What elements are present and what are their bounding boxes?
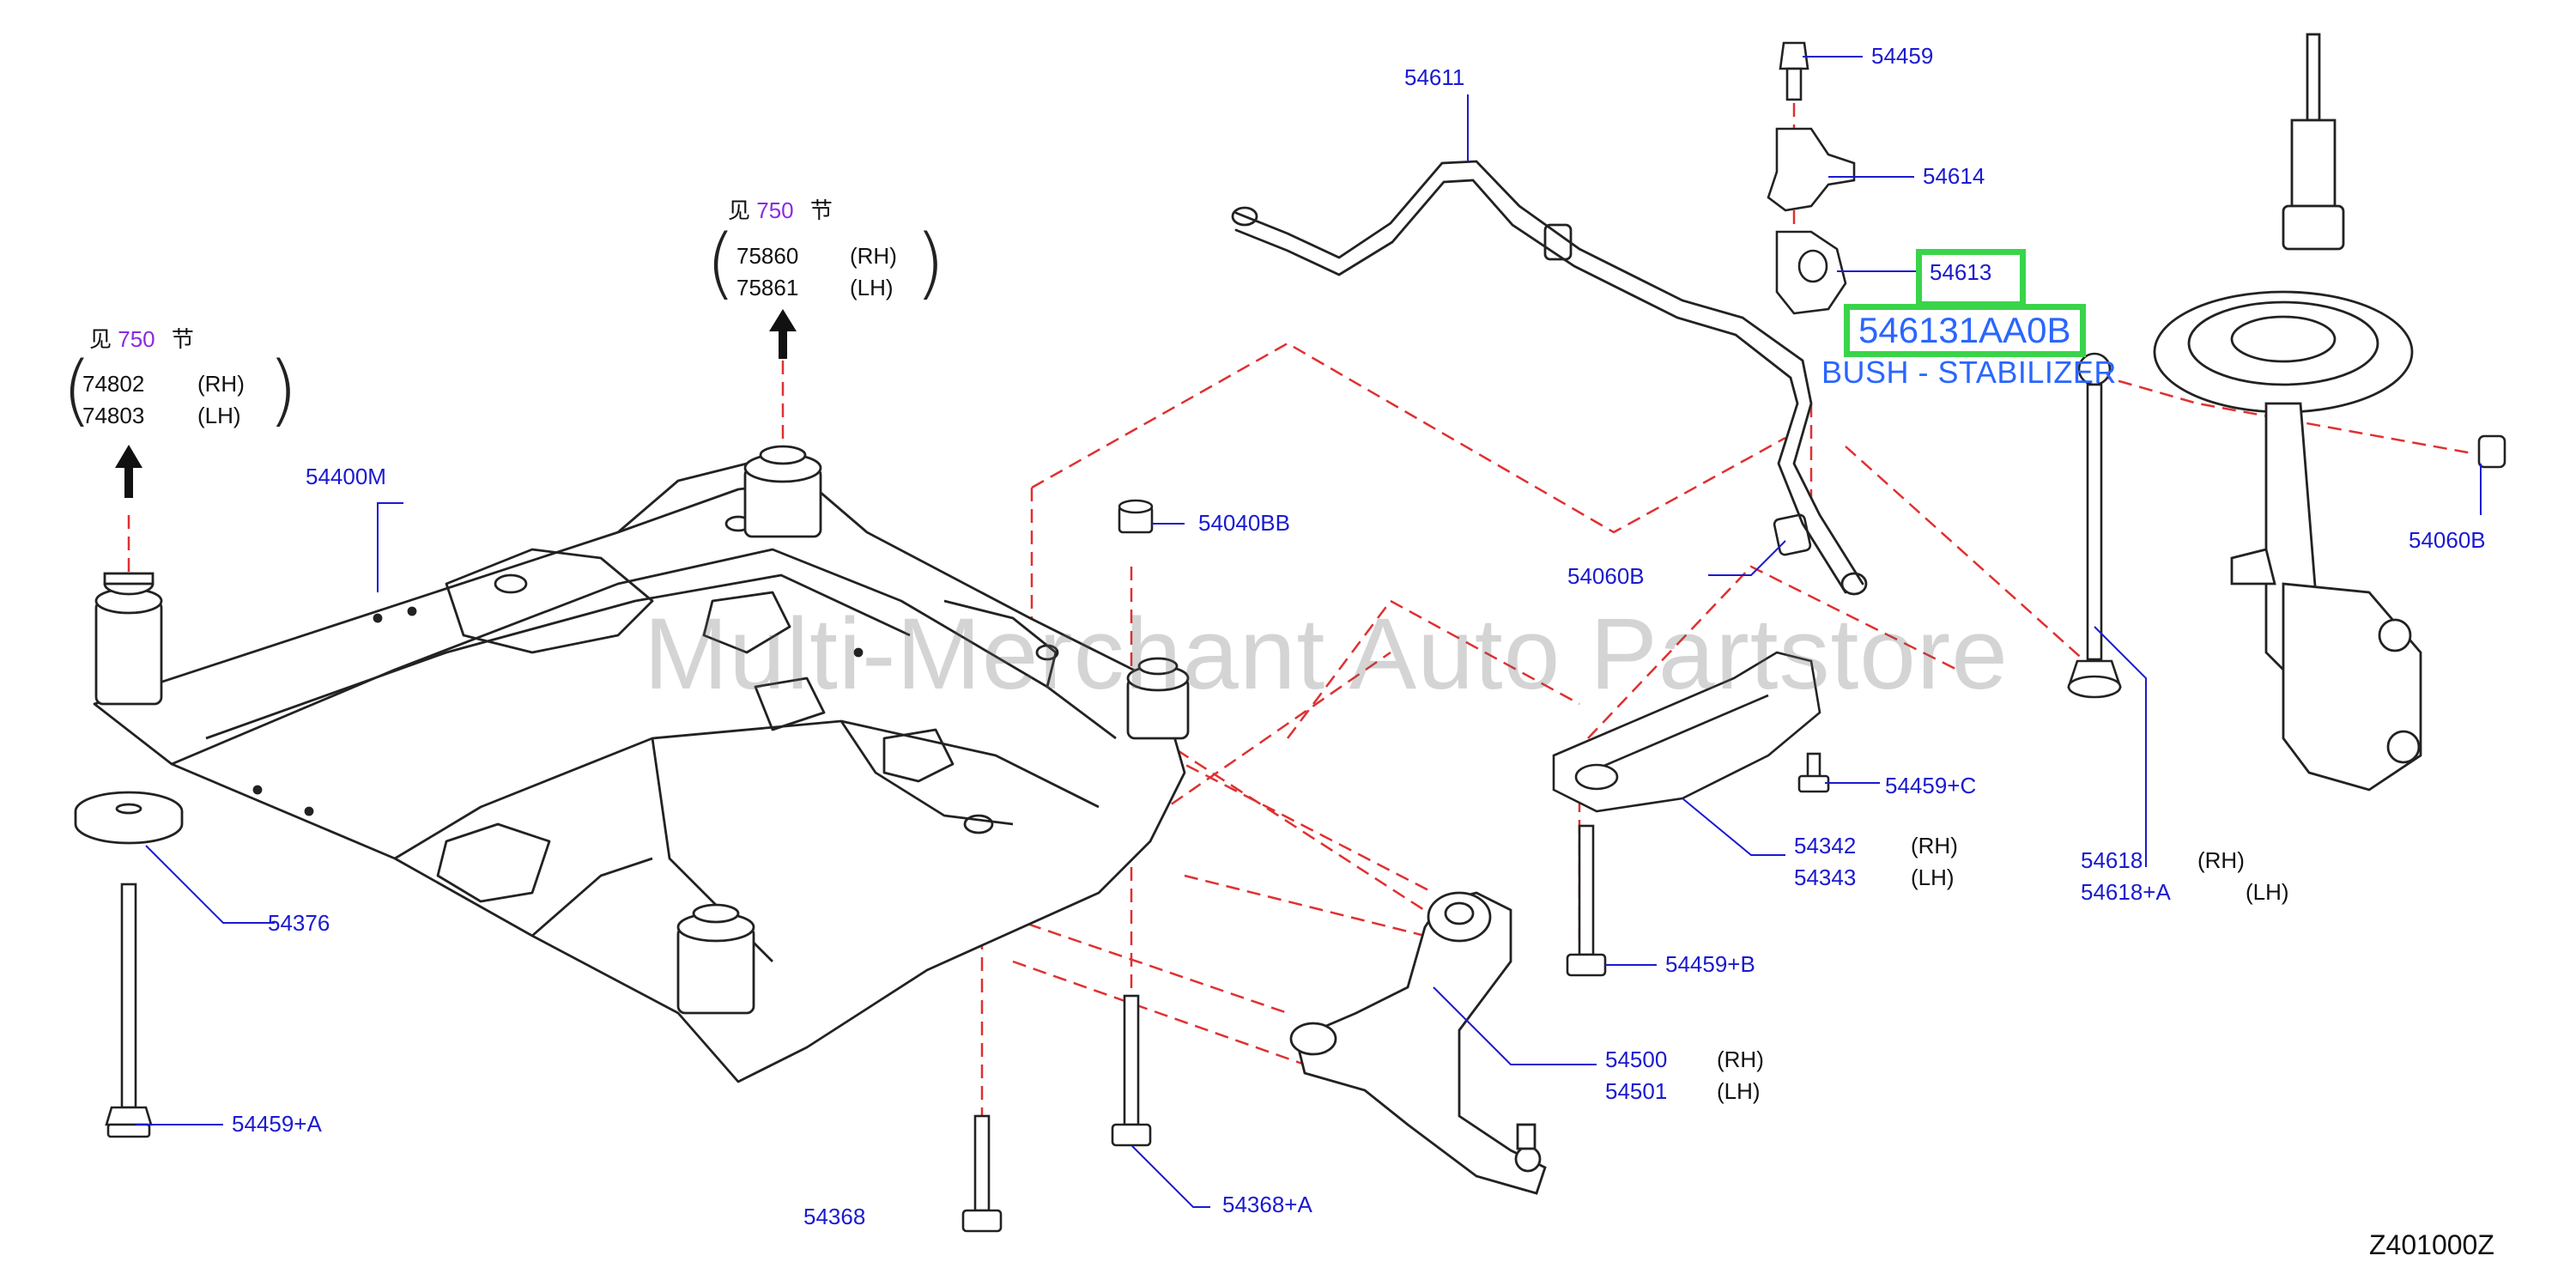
callout-54400M[interactable]: 54400M (306, 464, 386, 489)
callout-54611[interactable]: 54611 (1404, 64, 1465, 90)
part-75860[interactable]: 75860 (736, 243, 799, 269)
side-lh: (LH) (2246, 879, 2289, 905)
callout-54060B-right[interactable]: 54060B (2409, 527, 2486, 553)
callout-54614[interactable]: 54614 (1923, 163, 1985, 189)
stabilizer-link (2067, 352, 2122, 699)
callout-54459-c[interactable]: 54459+C (1885, 773, 1977, 798)
section-reference-upper: 见 750 节 (728, 197, 833, 223)
callout-leaders (136, 56, 2482, 1208)
part-75861[interactable]: 75861 (736, 275, 799, 300)
callout-54376[interactable]: 54376 (268, 910, 330, 936)
callout-54618-a[interactable]: 54618+A (2081, 879, 2171, 905)
part-74803[interactable]: 74803 (82, 403, 145, 428)
bolts (105, 41, 2506, 1233)
side-rh: (RH) (2197, 847, 2245, 873)
side-lh: (LH) (1911, 864, 1955, 890)
section-reference-left: 见 750 节 (89, 326, 194, 352)
part-74802[interactable]: 74802 (82, 371, 145, 397)
callout-54060B[interactable]: 54060B (1567, 563, 1645, 589)
highlighted-part-description: BUSH - STABILIZER (1821, 355, 2117, 390)
front-subframe (93, 462, 1186, 1083)
strut-assembly (2153, 33, 2422, 792)
washer-54376 (74, 791, 184, 845)
diagram-code: Z401000Z (2369, 1229, 2494, 1260)
callout-54500[interactable]: 54500 (1605, 1046, 1668, 1072)
ref-suffix: 节 (809, 197, 833, 223)
up-arrows (115, 309, 797, 498)
ref-prefix: 见 (89, 326, 112, 352)
side-lh: (LH) (197, 403, 241, 428)
callout-54618[interactable]: 54618 (2081, 847, 2143, 873)
bracket-right: ) (268, 345, 299, 435)
stabilizer-bracket-and-bush (1767, 127, 1856, 315)
highlighted-part-number[interactable]: 546131AA0B (1844, 304, 2086, 357)
side-rh: (RH) (850, 243, 897, 269)
callout-54343[interactable]: 54343 (1794, 864, 1857, 890)
bracket-right: ) (915, 218, 946, 308)
ref-prefix: 见 (728, 197, 751, 223)
callout-54342[interactable]: 54342 (1794, 833, 1857, 858)
side-lh: (LH) (850, 275, 894, 300)
transverse-link-bracket (1552, 651, 1821, 813)
section-link-750[interactable]: 750 (118, 326, 155, 352)
ref-suffix: 节 (171, 326, 194, 352)
bracket-left: ( (62, 345, 93, 435)
callout-54501[interactable]: 54501 (1605, 1078, 1668, 1104)
callout-54368-a[interactable]: 54368+A (1222, 1192, 1312, 1217)
callout-54613[interactable]: 54613 (1930, 259, 1992, 285)
lower-control-arm (1289, 891, 1547, 1195)
callout-54459[interactable]: 54459 (1871, 43, 1934, 69)
side-rh: (RH) (197, 371, 245, 397)
subframe-mount-bushings (94, 445, 1190, 1015)
callout-54459-b[interactable]: 54459+B (1665, 951, 1755, 977)
callout-54459-a[interactable]: 54459+A (232, 1111, 322, 1137)
side-rh: (RH) (1717, 1046, 1764, 1072)
side-rh: (RH) (1911, 833, 1958, 858)
side-lh: (LH) (1717, 1078, 1761, 1104)
section-link-750[interactable]: 750 (756, 197, 794, 223)
callout-54040BB[interactable]: 54040BB (1198, 510, 1290, 536)
bracket-left: ( (706, 218, 736, 308)
callout-54368[interactable]: 54368 (803, 1204, 866, 1229)
stabilizer-bar (1231, 160, 1868, 596)
watermark: Multi-Merchant Auto Partstore (644, 598, 2009, 711)
